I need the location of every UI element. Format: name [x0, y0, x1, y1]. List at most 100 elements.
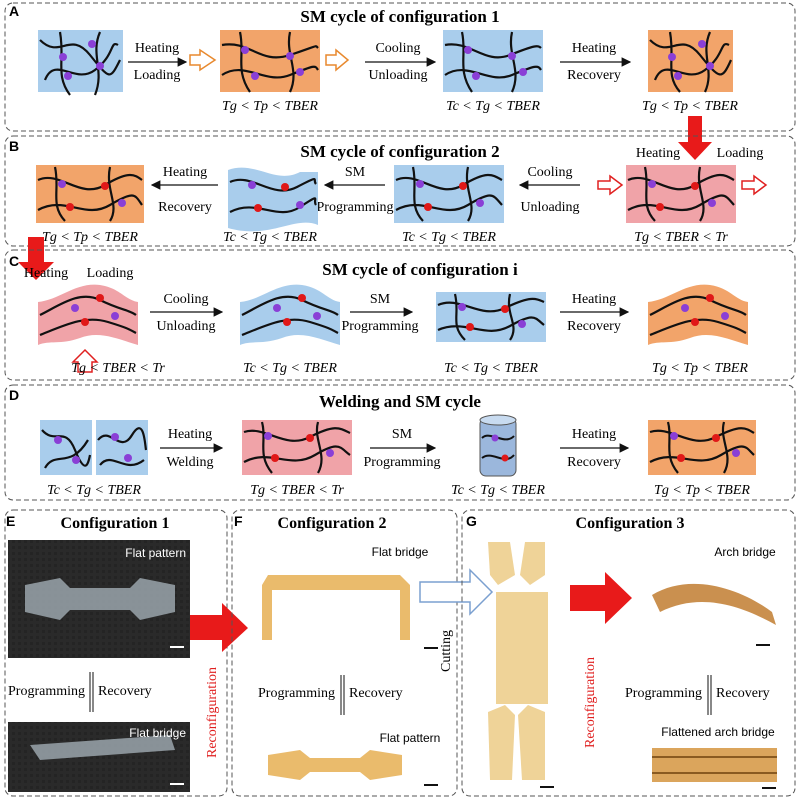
- cond-d4: Tg < Tp < TBER: [654, 483, 750, 498]
- panel-f-letter: F: [234, 513, 243, 529]
- panel-d-title: Welding and SM cycle: [319, 392, 481, 411]
- step-b3-line1: SM: [345, 165, 366, 180]
- step-d2-line1: SM: [392, 427, 413, 442]
- network-block-d4: [648, 420, 756, 475]
- photo-e-bottom-label: Flat bridge: [129, 726, 186, 740]
- photo-e-bottom: Flat bridge: [8, 722, 190, 792]
- cutting-label: Cutting: [439, 630, 454, 672]
- network-block-b4: [36, 165, 144, 223]
- cond-d1: Tc < Tg < TBER: [47, 483, 141, 498]
- reconfig-label-g: Reconfiguration: [583, 657, 598, 748]
- step-d2-line2: Programming: [364, 455, 441, 470]
- panel-g-title: Configuration 3: [576, 515, 685, 532]
- network-block-c4: [648, 284, 748, 345]
- step-c1-line2: Loading: [87, 266, 134, 281]
- step-c2-line2: Unloading: [156, 319, 215, 334]
- network-block-a3: [443, 30, 543, 93]
- panel-c: C SM cycle of configuration i Heating Lo…: [4, 249, 796, 381]
- photo-g-top: Arch bridge: [652, 545, 776, 646]
- step-b1-line1: Heating: [636, 146, 680, 161]
- cond-a2: Tc < Tg < TBER: [446, 99, 540, 114]
- step-b4-line1: Heating: [163, 165, 207, 180]
- panel-e: E Configuration 1 Flat pattern Programmi…: [4, 509, 228, 797]
- photo-f-bottom: Flat pattern: [268, 731, 441, 786]
- step-a2-line1: Cooling: [375, 41, 420, 56]
- step-d3-line2: Recovery: [567, 455, 621, 470]
- photo-e-top-label: Flat pattern: [125, 546, 186, 560]
- reconfig-label-ef: Reconfiguration: [205, 667, 220, 758]
- panel-a-title: SM cycle of configuration 1: [300, 7, 499, 26]
- panel-c-letter: C: [9, 253, 19, 269]
- photo-f-programming: Programming: [258, 686, 335, 701]
- network-block-a2: [220, 30, 320, 93]
- step-d1-line1: Heating: [168, 427, 212, 442]
- panel-b-letter: B: [9, 138, 19, 154]
- cutting-arrow: [419, 568, 494, 616]
- step-b4-line2: Recovery: [158, 200, 212, 215]
- step-a1-line2: Loading: [134, 68, 181, 83]
- photo-g-programming: Programming: [625, 686, 702, 701]
- panel-b-title: SM cycle of configuration 2: [300, 142, 499, 161]
- transition-arrow-ab: [678, 116, 712, 160]
- cond-d3: Tc < Tg < TBER: [451, 483, 545, 498]
- step-c1-line1: Heating: [24, 266, 68, 281]
- panel-c-title: SM cycle of configuration i: [322, 260, 518, 279]
- network-block-b1: [626, 165, 736, 223]
- cond-a3: Tg < Tp < TBER: [642, 99, 738, 114]
- network-block-a4: [648, 30, 733, 93]
- step-c3-line2: Programming: [342, 319, 419, 334]
- network-block-c1: [38, 284, 138, 345]
- panel-f-title: Configuration 2: [278, 515, 387, 532]
- cond-b4: Tg < TBER < Tr: [634, 230, 728, 245]
- panel-g: G Configuration 3 Reconfiguration Arch b…: [461, 509, 796, 797]
- photo-e-programming: Programming: [8, 684, 85, 699]
- cond-b2: Tc < Tg < TBER: [223, 230, 317, 245]
- step-c2-line1: Cooling: [163, 292, 208, 307]
- photo-f-bottom-label: Flat pattern: [380, 731, 441, 745]
- photo-g-bottom-label: Flattened arch bridge: [661, 725, 775, 739]
- photo-f-recovery: Recovery: [349, 686, 403, 701]
- network-block-d2: [242, 420, 352, 475]
- load-arrow-right: [325, 48, 350, 72]
- push-arrow-c: [71, 348, 99, 373]
- step-a1-line1: Heating: [135, 41, 179, 56]
- network-block-a1: [38, 30, 123, 96]
- cond-b3: Tc < Tg < TBER: [402, 230, 496, 245]
- step-b2-line1: Cooling: [527, 165, 572, 180]
- network-block-b2: [394, 165, 504, 223]
- panel-b: B SM cycle of configuration 2 Heating Lo…: [4, 135, 796, 247]
- load-arrow-left: [189, 48, 217, 72]
- cond-b1: Tg < Tp < TBER: [42, 230, 138, 245]
- photo-f-top: Flat bridge: [262, 545, 438, 649]
- panel-f: F Configuration 2 Flat bridge Programmin…: [231, 509, 458, 797]
- step-b3-line2: Programming: [317, 200, 394, 215]
- cut-pieces: [488, 542, 554, 788]
- photo-e-top: Flat pattern: [8, 540, 190, 658]
- panel-e-title: Configuration 1: [61, 515, 170, 532]
- network-block-d1: [40, 420, 148, 475]
- step-a2-line2: Unloading: [368, 68, 427, 83]
- photo-g-bottom: Flattened arch bridge: [652, 725, 777, 789]
- step-c4-line2: Recovery: [567, 319, 621, 334]
- photo-g-top-label: Arch bridge: [714, 545, 776, 559]
- network-block-c2: [240, 284, 340, 345]
- photo-e-recovery: Recovery: [98, 684, 152, 699]
- reconfig-arrow-ef: [190, 603, 248, 652]
- network-block-c3: [436, 292, 546, 342]
- panel-d: D Welding and SM cycle Tc < Tg < TBER He…: [4, 384, 796, 501]
- step-d3-line1: Heating: [572, 427, 616, 442]
- cond-c1: Tg < TBER < Tr: [71, 361, 165, 376]
- panel-g-letter: G: [466, 513, 477, 529]
- cond-c4: Tg < Tp < TBER: [652, 361, 748, 376]
- step-c3-line1: SM: [370, 292, 391, 307]
- panel-a-letter: A: [9, 3, 19, 19]
- cond-c2: Tc < Tg < TBER: [243, 361, 337, 376]
- cond-c3: Tc < Tg < TBER: [444, 361, 538, 376]
- step-d1-line2: Welding: [166, 455, 213, 470]
- photo-f-top-label: Flat bridge: [372, 545, 429, 559]
- panel-e-letter: E: [6, 513, 15, 529]
- load-arrow-b-left: [597, 174, 624, 196]
- transition-arrow-bc: [18, 237, 54, 280]
- load-arrow-b-right: [741, 174, 768, 196]
